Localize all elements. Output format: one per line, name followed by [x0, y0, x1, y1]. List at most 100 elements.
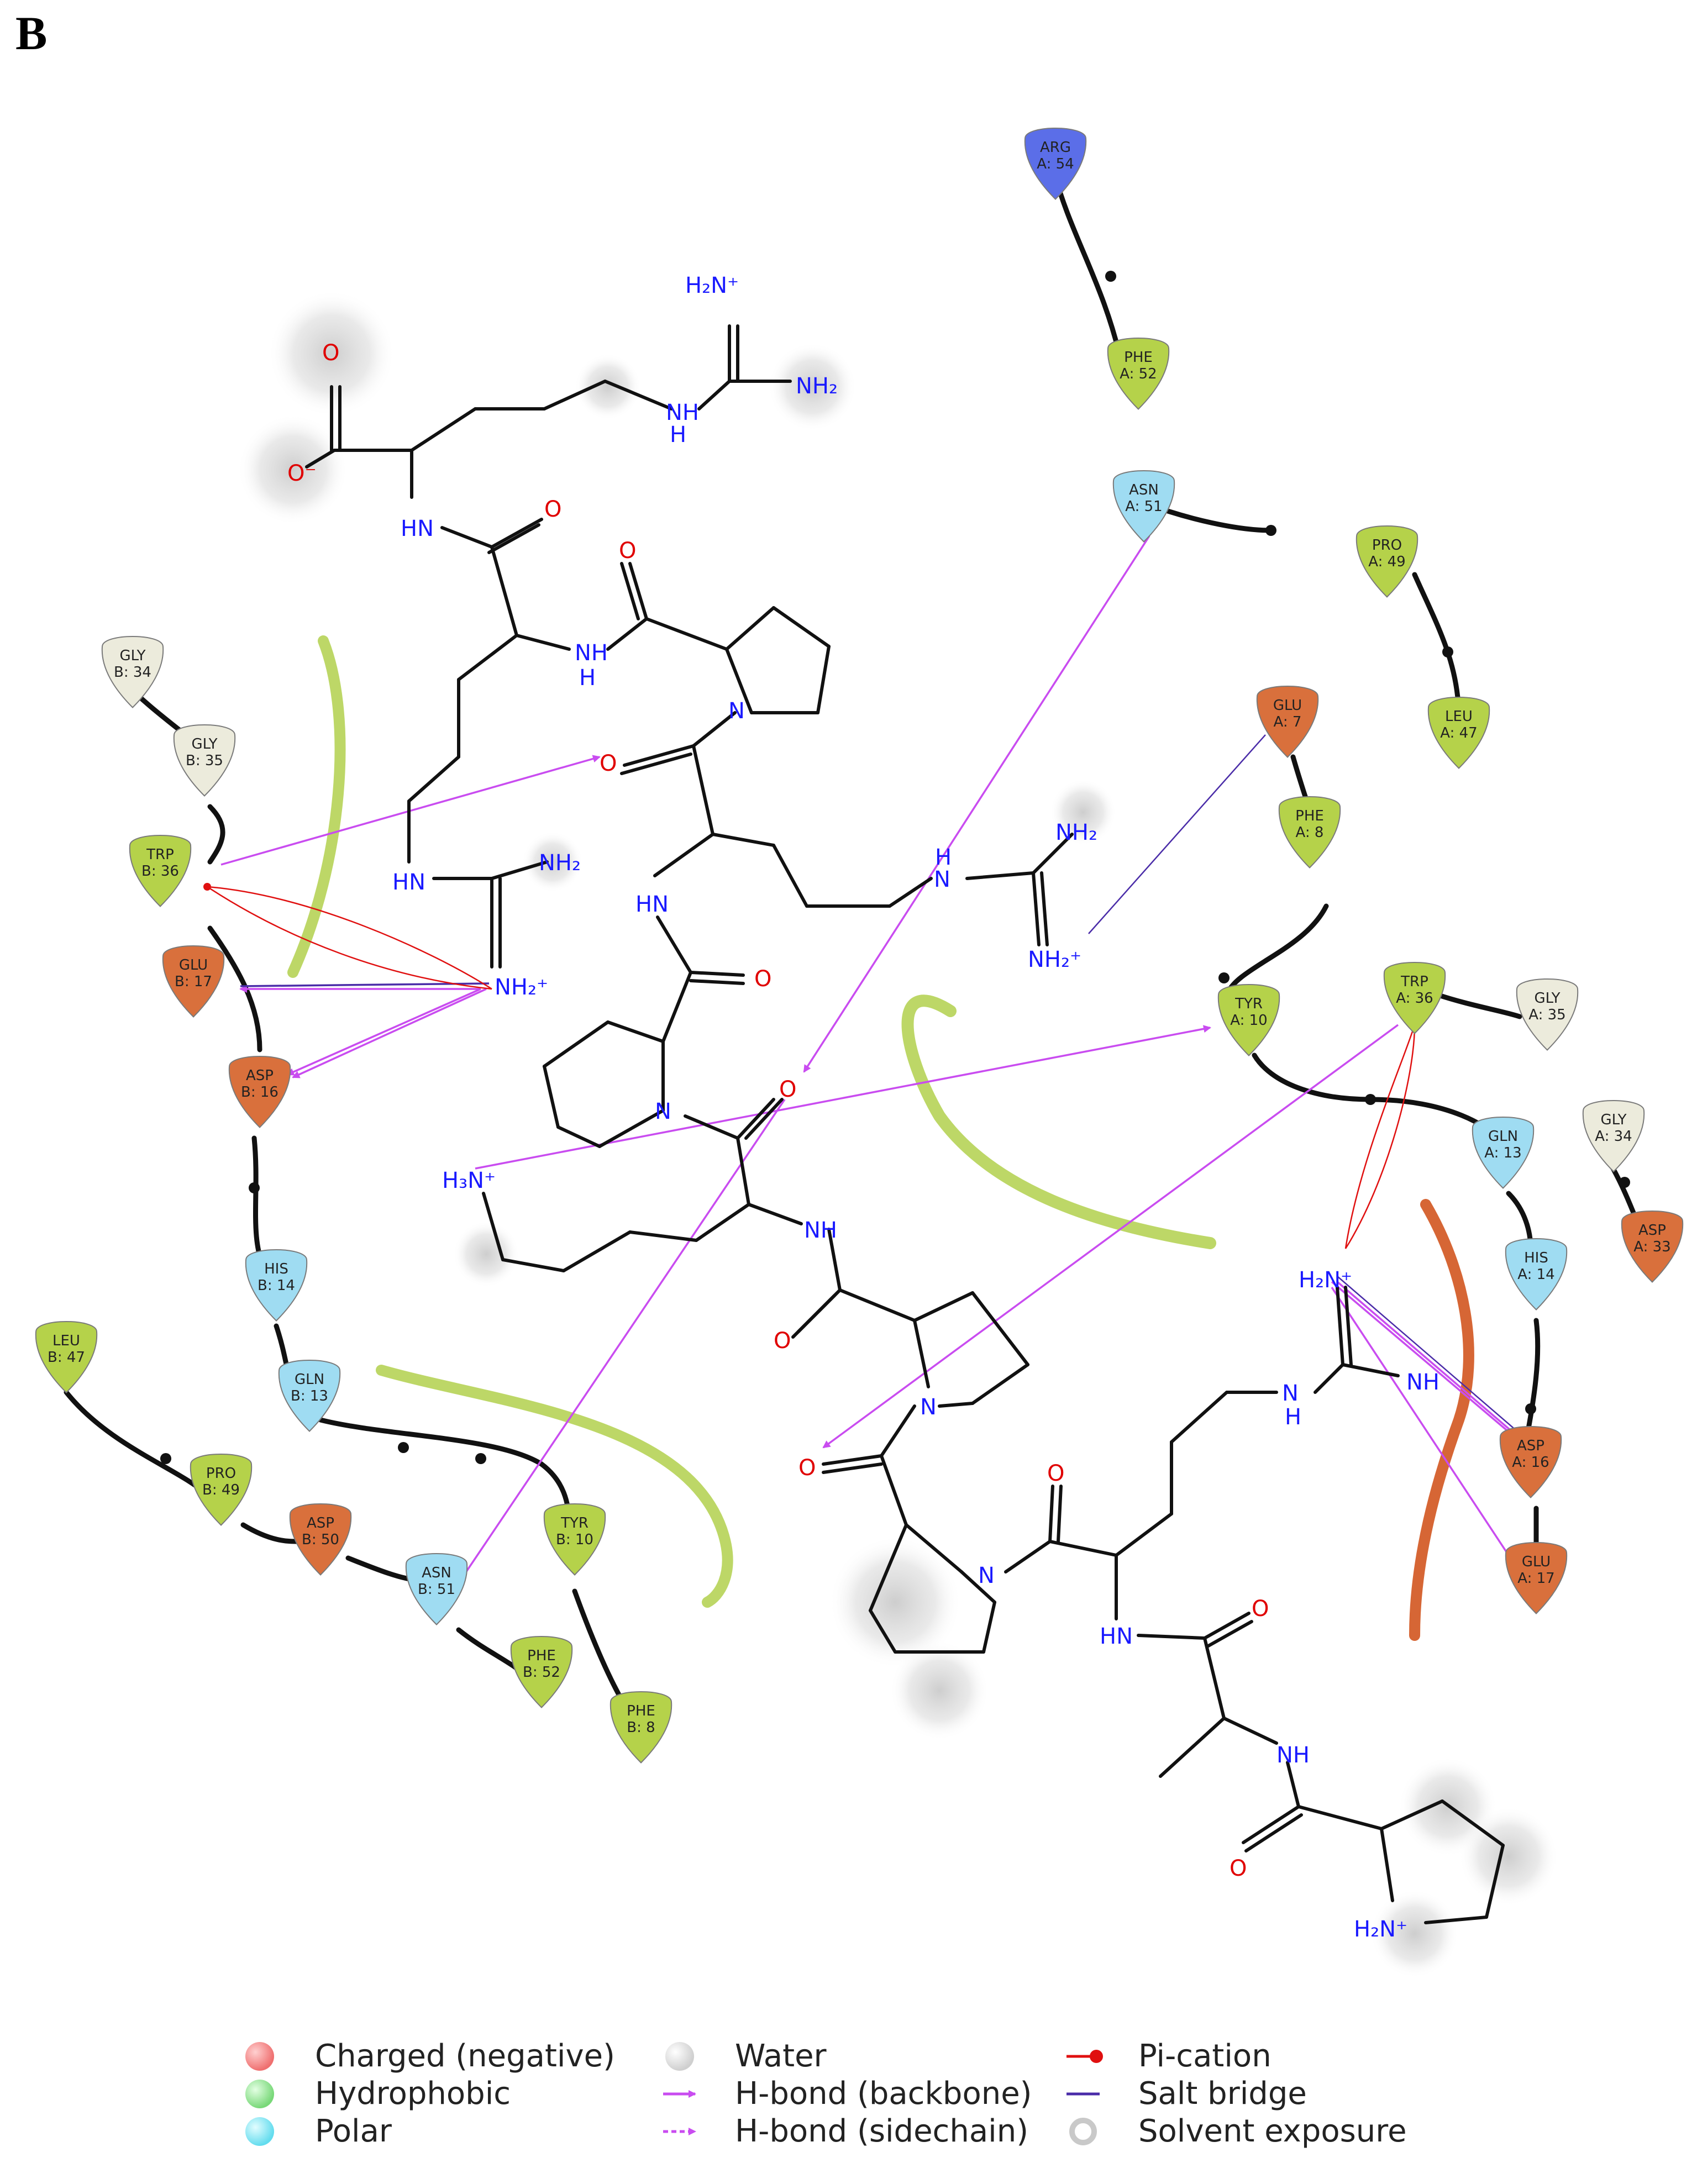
atom-o-1: O	[544, 497, 561, 522]
atom-n-pro4: N	[978, 1563, 995, 1588]
residue-number: B: 8	[627, 1719, 655, 1736]
pocket-contours	[287, 635, 1474, 1641]
residue-number: A: 7	[1274, 714, 1302, 730]
residue-pin-shape	[1383, 962, 1446, 1034]
panel-label: B	[15, 7, 48, 60]
legend-label: Charged (negative)	[315, 2038, 615, 2074]
atom-nh-6: NH	[1276, 1743, 1310, 1768]
residue-name: GLY	[1534, 990, 1560, 1007]
residue-name: PRO	[206, 1465, 236, 1482]
legend: Charged (negative)HydrophobicPolarWaterH…	[245, 2038, 1407, 2149]
residue-name: HIS	[264, 1261, 288, 1277]
atom-n-h-right: N	[1282, 1381, 1299, 1406]
residue-name: PHE	[627, 1703, 655, 1719]
legend-label: Hydrophobic	[315, 2076, 511, 2112]
residue-name: ASP	[1517, 1438, 1544, 1454]
residue-number: A: 13	[1484, 1145, 1521, 1161]
residue-name: ASP	[246, 1067, 274, 1084]
residue-pin-shape	[1621, 1211, 1684, 1283]
atom-hn-1: HN	[401, 516, 434, 541]
legend-item-h-bond-backbone: H-bond (backbone)	[663, 2076, 1032, 2112]
atom-nh2-right-top: NH₂	[1055, 820, 1097, 845]
legend-item-h-bond-sidechain: H-bond (sidechain)	[663, 2113, 1028, 2149]
atom-h-2: H	[579, 665, 596, 691]
residue-number: B: 10	[556, 1532, 593, 1548]
residue-pin-shape	[1472, 1117, 1535, 1189]
residue-name: GLY	[119, 648, 145, 664]
residue-number: A: 36	[1396, 990, 1433, 1007]
residue-number: B: 52	[523, 1664, 560, 1681]
atom-h-right2: H	[1285, 1404, 1301, 1430]
residue-number: A: 34	[1595, 1128, 1632, 1145]
residue-number: B: 50	[302, 1532, 339, 1548]
residue-name: ARG	[1040, 139, 1071, 156]
residue-pin-shape	[190, 1454, 253, 1526]
residue-name: TRP	[146, 846, 174, 863]
residue-number: B: 13	[291, 1388, 328, 1404]
residue-number: B: 14	[258, 1277, 295, 1294]
atom-n-pro1: N	[728, 698, 745, 724]
legend-item-hydrophobic: Hydrophobic	[245, 2076, 511, 2112]
residue-name: GLU	[1522, 1554, 1551, 1570]
atom-o-7: O	[798, 1455, 816, 1481]
atom-nh-4: NH	[804, 1218, 837, 1243]
residue-number: A: 8	[1296, 824, 1324, 841]
residue-number: B: 49	[202, 1482, 240, 1498]
residue-pin-shape	[1256, 686, 1319, 758]
atom-h3n-plus: H₃N⁺	[442, 1168, 496, 1193]
residue-name: GLU	[179, 957, 208, 973]
legend-item-water: Water	[665, 2038, 827, 2074]
residue-name: PHE	[1124, 349, 1153, 366]
legend-item-polar: Polar	[245, 2113, 392, 2149]
residue-number: A: 54	[1037, 156, 1074, 172]
atom-o-3: O	[600, 751, 617, 776]
residue-pin-shape	[1112, 470, 1175, 543]
atom-o-minus: O⁻	[287, 461, 317, 486]
atom-h-right-arg: H	[935, 845, 952, 870]
ligand-atom-labels: H₂N⁺ NH₂ NH H O O⁻ HN O NH H O N O HN NH…	[287, 273, 1439, 1942]
legend-item-solvent-exposure: Solvent exposure	[1069, 2113, 1407, 2149]
atom-hn-3: HN	[635, 892, 669, 917]
residue-number: A: 33	[1633, 1239, 1670, 1255]
residue-pin-shape	[129, 835, 192, 907]
residue-pin-shape	[35, 1321, 98, 1393]
residue-number: A: 47	[1440, 725, 1477, 741]
residue-number: B: 34	[114, 664, 151, 681]
legend-label: H-bond (sidechain)	[735, 2113, 1028, 2149]
residue-number: B: 16	[241, 1084, 279, 1101]
residue-pin-shape	[1516, 978, 1579, 1051]
residue-pin-shape	[1505, 1542, 1568, 1614]
legend-sphere-icon	[665, 2042, 694, 2071]
atom-n-pro2: N	[655, 1099, 671, 1124]
residue-name: PHE	[527, 1648, 556, 1664]
legend-item-charged-negative: Charged (negative)	[245, 2038, 615, 2074]
legend-sphere-icon	[245, 2117, 274, 2146]
residue-name: PHE	[1295, 808, 1324, 824]
atom-hn-left-arg: HN	[392, 870, 425, 895]
residue-name: GLU	[1273, 697, 1302, 714]
atom-h-top: H	[670, 422, 686, 448]
residue-number: B: 47	[48, 1349, 85, 1366]
legend-label: Solvent exposure	[1138, 2113, 1407, 2149]
atom-nh2-left-arg: NH₂	[539, 850, 581, 876]
residue-number: A: 16	[1512, 1454, 1549, 1471]
atom-o-8: O	[1047, 1461, 1064, 1486]
atom-o-6: O	[774, 1328, 791, 1354]
